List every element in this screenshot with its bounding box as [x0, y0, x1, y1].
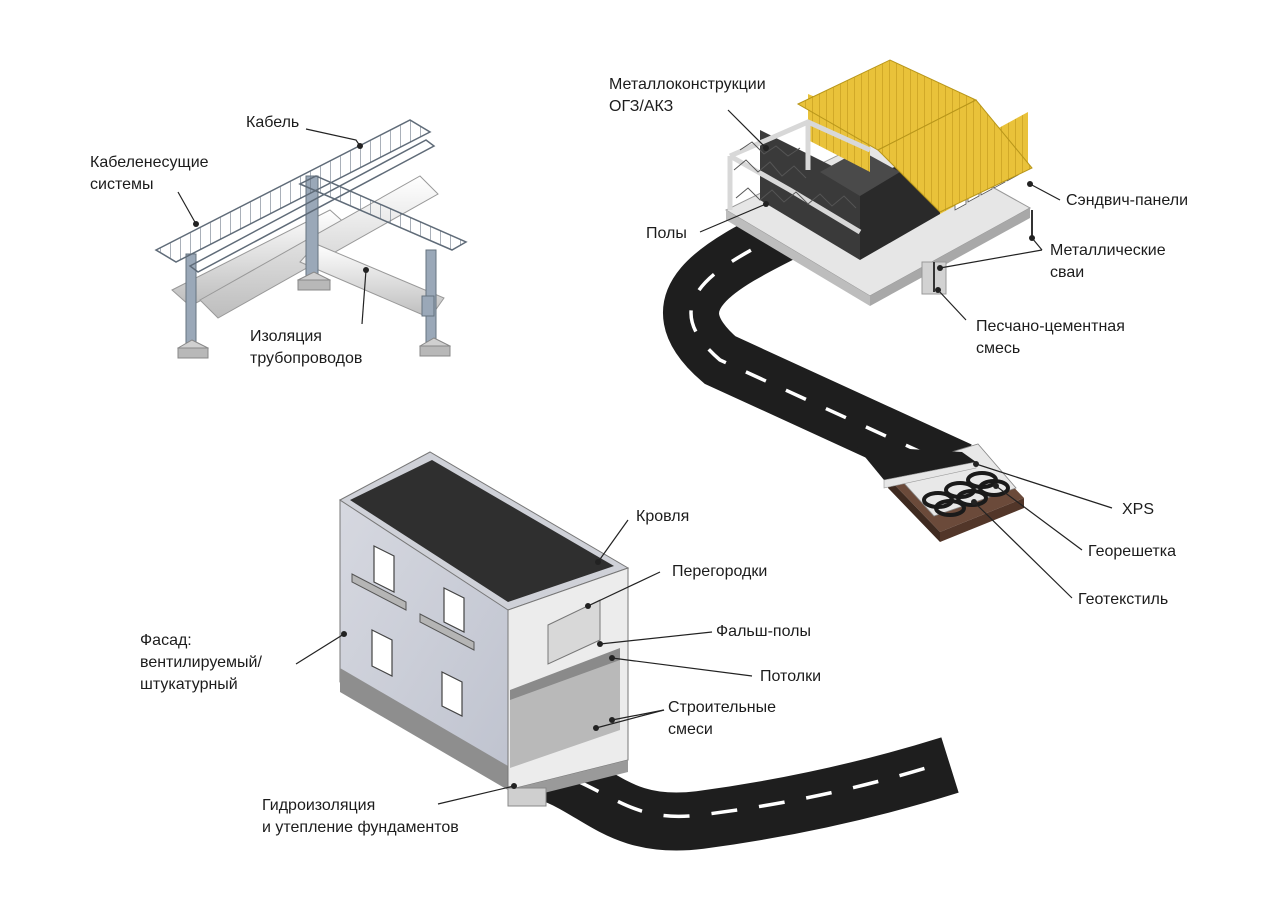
- modular-building: [724, 59, 1033, 306]
- label-ceilings: Потолки: [760, 668, 822, 685]
- label-xps: XPS: [1122, 501, 1155, 518]
- multistorey-building: [339, 451, 630, 807]
- label-partitions: Перегородки: [672, 563, 768, 580]
- label-geogrid: Георешетка: [1088, 543, 1176, 560]
- label-cable: Кабель: [246, 114, 300, 131]
- label-sandwich-panels: Сэндвич-панели: [1066, 192, 1189, 209]
- label-raised-floors: Фальш-полы: [716, 623, 811, 640]
- road-layers-section: [856, 443, 1024, 542]
- pipe-rack: [154, 119, 468, 359]
- geogrid-cells: [922, 471, 1010, 517]
- leader-lines: [177, 109, 1113, 805]
- road-upper: [663, 204, 972, 496]
- label-roofing: Кровля: [636, 508, 690, 525]
- label-floors: Полы: [646, 225, 687, 242]
- road-lower: [537, 737, 959, 851]
- label-facade: Фасад:вентилируемый/штукатурный: [140, 632, 262, 693]
- label-geotextile: Геотекстиль: [1078, 591, 1169, 608]
